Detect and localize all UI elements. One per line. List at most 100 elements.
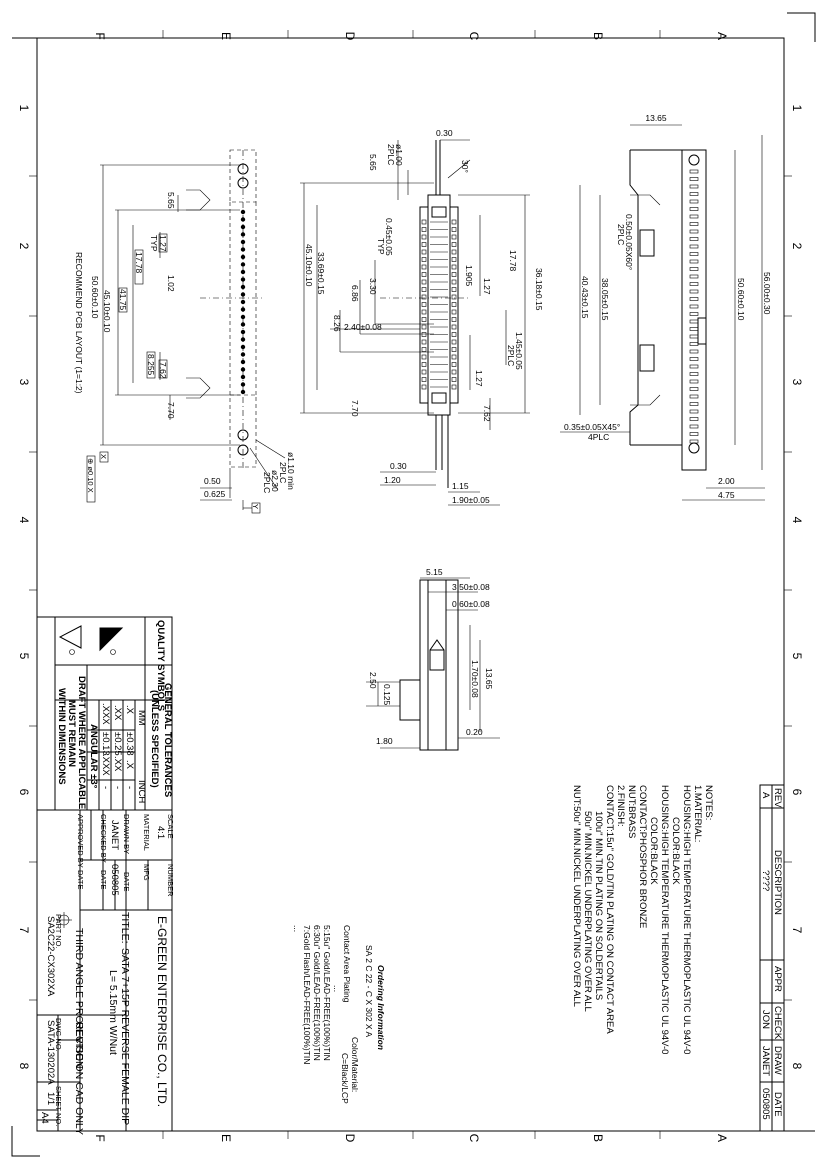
dim: ⊕ ø0.10 X bbox=[86, 458, 95, 493]
note-line: 2.FINISH: bbox=[615, 785, 626, 827]
dim: 2.40±0.08 bbox=[344, 322, 382, 332]
grid-number: 7 bbox=[17, 927, 31, 934]
pin bbox=[421, 264, 427, 270]
pcb-hole bbox=[240, 314, 246, 320]
note-line: NOTES: bbox=[703, 785, 714, 820]
dim: Y bbox=[251, 504, 260, 509]
draft: DRAFT WHERE APPLICABLE bbox=[76, 676, 87, 809]
grid-number: 4 bbox=[790, 517, 804, 524]
pin bbox=[451, 279, 457, 285]
grid-letter: B bbox=[591, 1134, 605, 1142]
dim: 2PLC bbox=[616, 224, 626, 245]
side-pin bbox=[689, 417, 699, 421]
pin bbox=[451, 384, 457, 390]
side-pin bbox=[689, 297, 699, 301]
ordering-code: SA 2 C 22 - C X 302 X A bbox=[364, 945, 374, 1037]
side-pin bbox=[689, 177, 699, 181]
pcb-hole bbox=[240, 247, 246, 252]
note-line: CONTACT:PHOSPHOR BRONZE bbox=[637, 785, 648, 928]
date: 050805 bbox=[109, 864, 120, 896]
side-pin bbox=[689, 342, 699, 346]
pin bbox=[451, 362, 457, 367]
revision-block: REV DESCRIPTION APPR CHECK DRAW DATE A ?… bbox=[759, 784, 785, 1132]
bottom-view bbox=[366, 577, 500, 751]
checked-label: CHECKED BY bbox=[99, 814, 108, 863]
dim: 7.70 bbox=[350, 400, 360, 417]
pin bbox=[451, 257, 457, 262]
pin bbox=[451, 272, 457, 277]
ordering-line: 6:30u" Gold/LEAD-FREE(100%)TIN bbox=[312, 925, 322, 1061]
pin bbox=[451, 249, 457, 255]
note-line: CONTACT:15u" GOLD/TIN PLATING ON CONTACT… bbox=[604, 785, 615, 1034]
side-pin bbox=[689, 439, 699, 444]
dim: 2PLC bbox=[506, 345, 516, 366]
side-pin bbox=[689, 349, 699, 354]
dim: 8.26 bbox=[332, 315, 342, 332]
dim: 1.90±0.05 bbox=[452, 495, 490, 505]
sheet-label: SHEET NO. bbox=[54, 1086, 63, 1126]
side-view bbox=[560, 124, 765, 501]
ordering-color: C=Black/LCP bbox=[340, 1053, 350, 1104]
dim: 0.625 bbox=[204, 489, 226, 499]
dim: 0.50 bbox=[204, 476, 221, 486]
title-label: TITLE: bbox=[119, 912, 131, 944]
bottom-view-dims: 5.15 3.50±0.08 0.60±0.08 13.65 1.70±0.08… bbox=[368, 567, 494, 746]
side-pin bbox=[689, 199, 699, 204]
dim: 1.27 bbox=[474, 370, 484, 387]
pin bbox=[451, 377, 457, 382]
tol-cell: ±0.38 bbox=[124, 732, 135, 756]
checked-date-label: DATE bbox=[99, 870, 108, 889]
dim: 50.60±0.10 bbox=[736, 278, 746, 321]
grid-number: 4 bbox=[17, 517, 31, 524]
pin bbox=[421, 354, 427, 360]
side-pin bbox=[689, 274, 699, 279]
pin bbox=[421, 362, 427, 367]
dim: 0.30 bbox=[436, 128, 453, 138]
tol-sub: (UNLESS SPECIFIED) bbox=[149, 690, 160, 788]
dim: 13.65 bbox=[484, 668, 494, 690]
mfg-label: MFG bbox=[142, 864, 151, 881]
pin bbox=[451, 369, 457, 375]
grid-number: 5 bbox=[790, 653, 804, 660]
dim: 3.30 bbox=[368, 278, 378, 295]
grid-number: 8 bbox=[790, 1063, 804, 1070]
grid-letter: C bbox=[467, 1134, 481, 1143]
rev-value: JANET bbox=[760, 1046, 771, 1076]
dim: 1.70±0.08 bbox=[470, 660, 480, 698]
scale: 4:1 bbox=[155, 826, 166, 839]
pin bbox=[421, 294, 427, 300]
company: E-GREEN ENTERPRISE CO., LTD. bbox=[155, 916, 169, 1107]
pcb-hole bbox=[240, 224, 246, 230]
grid-letter: A bbox=[715, 1134, 729, 1142]
tol-cell: .X bbox=[124, 705, 135, 715]
grid-letter: B bbox=[591, 32, 605, 40]
dim: 40.43±0.15 bbox=[580, 276, 590, 319]
dim: 4PLC bbox=[588, 432, 609, 442]
side-pin bbox=[689, 327, 699, 331]
grid-number: 3 bbox=[790, 379, 804, 386]
side-pin bbox=[689, 387, 699, 391]
dim: 41.75 bbox=[118, 289, 128, 311]
notes-block: NOTES: 1.MATERIAL: HOUSING:HIGH TEMPERAT… bbox=[571, 785, 714, 1054]
tol-header: MM bbox=[136, 710, 147, 726]
number-label: NUMBER bbox=[166, 864, 175, 897]
pin bbox=[421, 272, 427, 277]
dim: 1.02 bbox=[166, 275, 176, 292]
pin bbox=[421, 302, 427, 307]
ordering-line: ... bbox=[292, 925, 302, 932]
side-pin bbox=[689, 394, 699, 399]
tol-cell: - bbox=[100, 786, 111, 789]
tol-cell: ±0.13 bbox=[100, 732, 111, 756]
side-pin bbox=[689, 237, 699, 241]
pin bbox=[451, 227, 457, 232]
pin bbox=[451, 294, 457, 300]
dim: 7.62 bbox=[158, 362, 168, 379]
pcb-hole bbox=[240, 262, 246, 267]
tol-cell: ±0.25 bbox=[112, 732, 123, 756]
ordering-title: Ordering Information bbox=[376, 965, 386, 1050]
dim: 1.20 bbox=[384, 475, 401, 485]
pcb-layout-view bbox=[86, 149, 286, 514]
dim: 2.00 bbox=[718, 476, 735, 486]
tol-cell: .XX bbox=[112, 705, 123, 721]
tol-title: GENERAL TOLERANCES bbox=[162, 683, 173, 797]
